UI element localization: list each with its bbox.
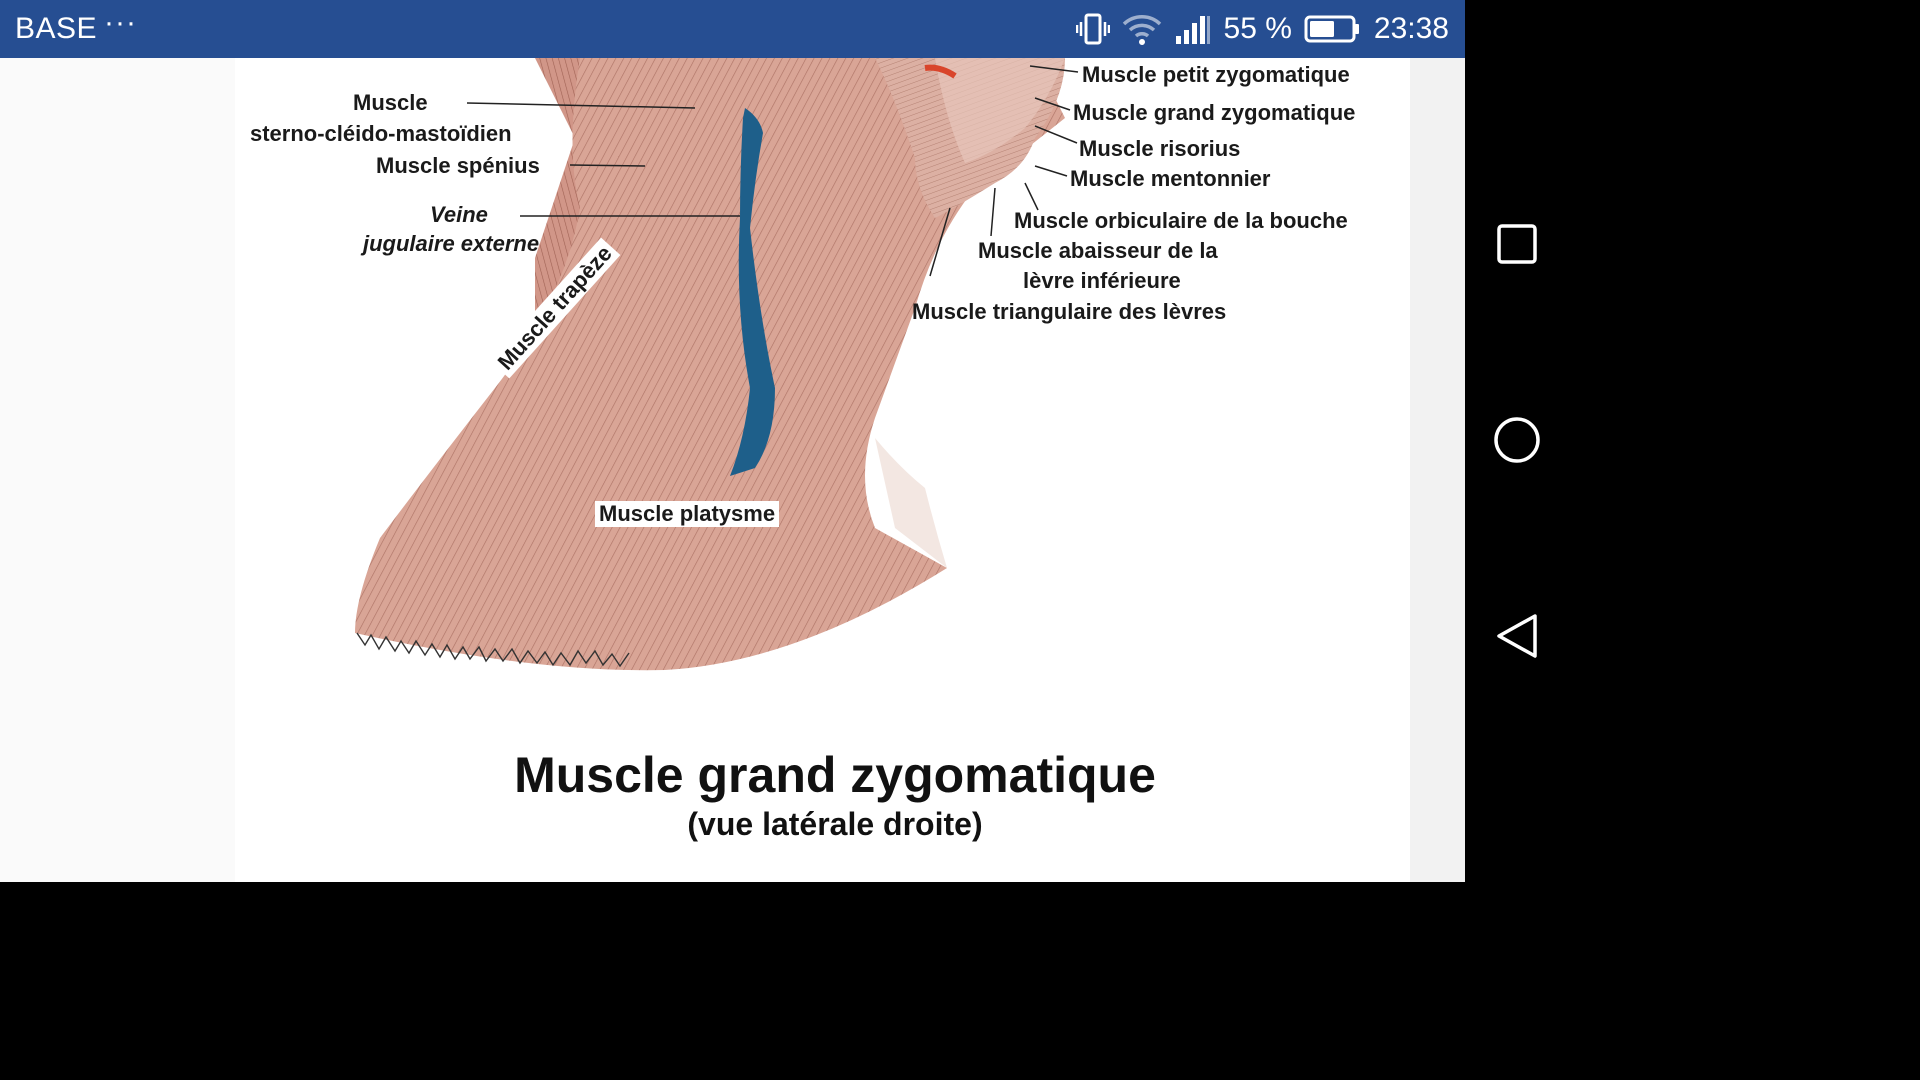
figure-subtitle: (vue latérale droite) [687,806,983,842]
label-sterno-muscle: Muscle [353,90,428,115]
label-vein-line1: Veine [430,202,488,227]
vibrate-icon [1075,12,1110,46]
label-splenius: Muscle spénius [376,153,540,178]
overflow-menu-icon[interactable]: ··· [104,6,137,39]
status-bar: BASE ··· 55 % 23:38 [0,0,1465,58]
label-sterno-name: sterno-cléido-mastoïdien [250,121,512,146]
label-grand-zygomatique: Muscle grand zygomatique [1073,100,1356,125]
battery-icon [1304,14,1362,44]
label-vein-line2: jugulaire externe [363,231,540,256]
figure-title: Muscle grand zygomatique [514,747,1156,803]
label-orbiculaire: Muscle orbiculaire de la bouche [1014,208,1348,233]
clavicle-region [875,438,947,568]
battery-percent: 55 % [1223,12,1292,45]
back-triangle-icon [1497,614,1537,658]
home-button[interactable] [1487,410,1547,470]
neck-illustration [355,58,1079,671]
cut-edge [356,632,630,668]
label-abaisseur-line1: Muscle abaisseur de la [978,238,1218,263]
external-jugular-vein [730,108,775,476]
clock: 23:38 [1373,12,1449,45]
side-margin [1410,58,1465,882]
platysma-muscle-shape [355,58,1065,671]
back-button[interactable] [1487,606,1547,666]
status-icons: 55 % 23:38 [1075,8,1449,50]
label-risorius: Muscle risorius [1079,136,1241,161]
label-mentonnier: Muscle mentonnier [1070,166,1271,191]
square-icon [1497,224,1537,264]
image-viewer[interactable]: Muscle sterno-cléido-mastoïdien Muscle s… [0,58,1465,882]
lip-marker [924,64,957,79]
label-platysma: Muscle platysme [595,501,780,527]
anatomy-figure: Muscle sterno-cléido-mastoïdien Muscle s… [235,58,1410,882]
label-abaisseur-line2: lèvre inférieure [1023,268,1181,293]
signal-icon [1174,12,1212,46]
zygomatic-area [935,58,1065,163]
label-petit-zygomatique: Muscle petit zygomatique [1082,62,1350,87]
label-triangulaire: Muscle triangulaire des lèvres [912,299,1227,324]
carrier-label: BASE [15,12,98,45]
circle-icon [1494,417,1540,463]
navigation-bar [1465,0,1568,882]
recent-apps-button[interactable] [1487,214,1547,274]
wifi-icon [1122,12,1162,46]
